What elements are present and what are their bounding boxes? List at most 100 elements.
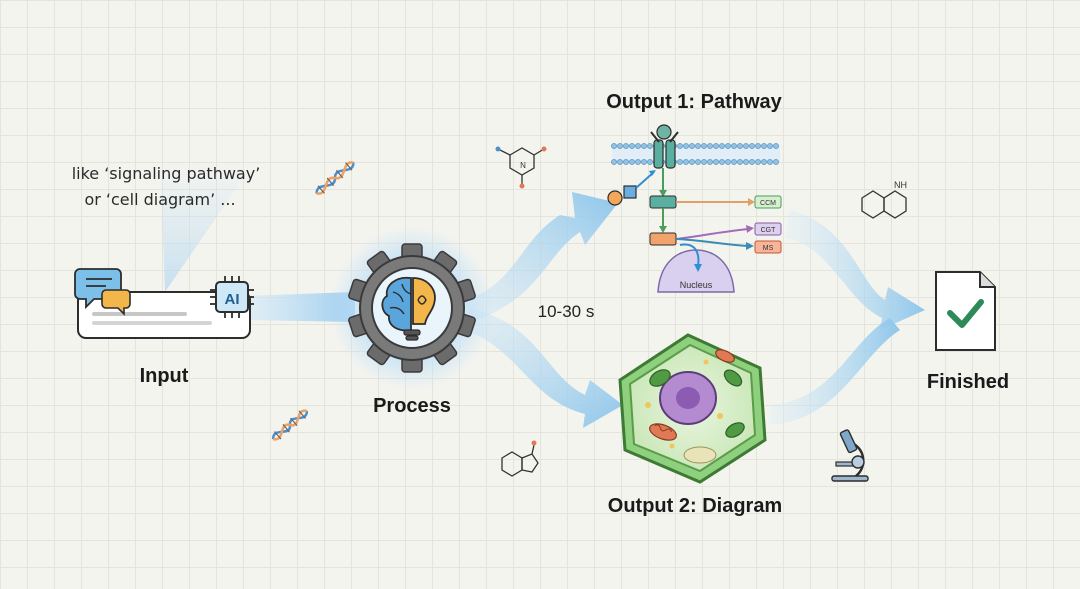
- membrane-lipid: [749, 159, 755, 165]
- membrane-lipid: [755, 143, 761, 149]
- output1-title: Output 1: Pathway: [606, 91, 782, 113]
- membrane-lipid: [689, 143, 695, 149]
- pathway-node-effector: [649, 232, 677, 246]
- ai-chip-icon: AI: [210, 276, 254, 318]
- gear-icon: [348, 243, 476, 373]
- output2-title: Output 2: Diagram: [608, 495, 782, 517]
- brain-bulb-icon: [381, 276, 436, 341]
- membrane-lipid: [731, 143, 737, 149]
- ai-badge-text: AI: [225, 291, 240, 308]
- membrane-lipid: [623, 159, 629, 165]
- membrane-lipid: [623, 143, 629, 149]
- mitochondria-icon: [649, 349, 735, 441]
- dna-icon: [315, 161, 355, 195]
- membrane-lipid: [641, 143, 647, 149]
- membrane-lipid: [617, 143, 623, 149]
- molecule-icon-top: N: [495, 146, 547, 189]
- chat-bubble-icon: [74, 268, 131, 316]
- input-hint-line1: like ‘signaling pathway’: [72, 164, 261, 183]
- pathway-box-ccm-label: CCM: [760, 200, 776, 207]
- membrane-lipid: [707, 143, 713, 149]
- membrane-lipid: [767, 143, 773, 149]
- output-diagram-node: Output 2: Diagram: [608, 333, 782, 517]
- molecule-top-atom: N: [520, 161, 526, 170]
- process-duration: 10-30 s: [538, 302, 595, 321]
- membrane-lipid: [719, 159, 725, 165]
- membrane-lipid: [719, 143, 725, 149]
- hint-beam: [160, 157, 258, 292]
- membrane-lipid: [629, 143, 635, 149]
- membrane-lipid: [683, 159, 689, 165]
- membrane-lipid: [767, 159, 773, 165]
- membrane-lipid: [743, 143, 749, 149]
- membrane-lipid: [743, 159, 749, 165]
- input-node: like ‘signaling pathway’ or ‘cell diagra…: [72, 157, 261, 387]
- membrane-lipid: [611, 159, 617, 165]
- flow-arrow-to-pathway: [465, 192, 618, 322]
- membrane-lipid: [749, 143, 755, 149]
- receptor-icon: [650, 124, 679, 169]
- process-node: Process 10-30 s: [330, 226, 594, 417]
- membrane-lipid: [695, 159, 701, 165]
- pathway-box-ms-label: MS: [763, 245, 774, 252]
- flow-arrow-to-diagram: [465, 308, 623, 428]
- dna-icon-2: [271, 409, 309, 441]
- membrane-lipid: [725, 159, 731, 165]
- membrane-lipid: [677, 143, 683, 149]
- molecule-icon-right: NH: [861, 180, 907, 219]
- membrane-lipid: [677, 159, 683, 165]
- molecule-icon-bottom: [501, 440, 539, 477]
- flow-connectors: [245, 192, 925, 428]
- membrane-lipid: [641, 159, 647, 165]
- ligand-icon: [607, 170, 656, 206]
- membrane-lipid: [695, 143, 701, 149]
- input-label: Input: [140, 365, 189, 387]
- molecule-right-nh: NH: [894, 180, 907, 190]
- cell-membrane: [611, 143, 780, 165]
- membrane-lipid: [725, 143, 731, 149]
- input-flow-band: [245, 292, 355, 322]
- membrane-lipid: [701, 159, 707, 165]
- membrane-lipid: [737, 159, 743, 165]
- flow-band-diagram-to-finished: [770, 318, 900, 425]
- membrane-lipid: [611, 143, 617, 149]
- pathway-box-cgt: [754, 222, 782, 236]
- input-text-line: [92, 312, 187, 316]
- process-label: Process: [373, 395, 451, 417]
- vacuole: [683, 446, 717, 464]
- membrane-lipid: [689, 159, 695, 165]
- membrane-lipid: [773, 143, 779, 149]
- pathway-box-cgt-label: CGT: [761, 227, 777, 234]
- membrane-lipid: [773, 159, 779, 165]
- membrane-lipid: [713, 143, 719, 149]
- document-check-icon: [935, 271, 996, 351]
- microscope-icon: [831, 429, 869, 482]
- membrane-lipid: [701, 143, 707, 149]
- finished-node: Finished: [927, 271, 1009, 393]
- membrane-lipid: [755, 159, 761, 165]
- membrane-lipid: [713, 159, 719, 165]
- chloroplast-icon: [649, 369, 745, 438]
- membrane-lipid: [647, 143, 653, 149]
- membrane-lipid: [731, 159, 737, 165]
- membrane-lipid: [761, 143, 767, 149]
- input-hint-line2: or ‘cell diagram’ ...: [84, 190, 235, 209]
- membrane-lipid: [635, 143, 641, 149]
- cell-nucleolus: [676, 387, 700, 409]
- pathway-box-ms: [754, 240, 782, 254]
- pathway-box-ccm: [754, 195, 782, 209]
- nucleus-label: Nucleus: [680, 280, 713, 290]
- input-text-line-2: [92, 321, 212, 325]
- pathway-node-kinase: [649, 195, 677, 209]
- membrane-lipid: [737, 143, 743, 149]
- membrane-lipid: [617, 159, 623, 165]
- membrane-lipid: [683, 143, 689, 149]
- membrane-lipid: [761, 159, 767, 165]
- membrane-lipid: [647, 159, 653, 165]
- output-pathway-node: Output 1: Pathway CCM: [606, 91, 783, 293]
- membrane-lipid: [629, 159, 635, 165]
- flow-arrow-pathway-to-finished: [785, 210, 925, 330]
- membrane-lipid: [707, 159, 713, 165]
- membrane-lipid: [635, 159, 641, 165]
